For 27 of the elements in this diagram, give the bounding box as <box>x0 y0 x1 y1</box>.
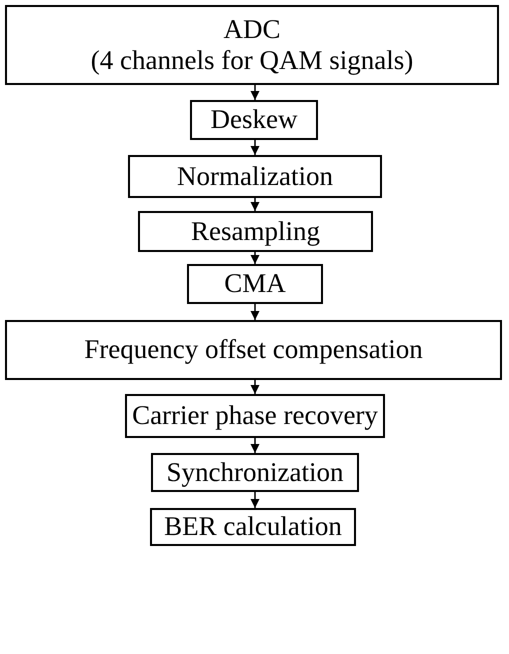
process-box <box>128 155 382 198</box>
box-label: CMA <box>224 268 286 300</box>
box-label: ADC <box>223 14 280 45</box>
process-box <box>138 211 373 252</box>
process-box <box>125 394 385 438</box>
process-box <box>190 100 318 140</box>
process-box <box>5 5 499 85</box>
box-label: Deskew <box>210 104 298 136</box>
arrow <box>250 140 260 155</box>
box-label: (4 channels for QAM signals) <box>90 45 414 76</box>
process-box <box>187 264 323 304</box>
arrow <box>250 380 260 394</box>
box-label: Carrier phase recovery <box>132 400 378 432</box>
box-label: Frequency offset compensation <box>84 334 423 366</box>
arrow <box>250 304 260 320</box>
process-box <box>150 508 356 546</box>
process-box <box>151 453 359 492</box>
box-label: Synchronization <box>166 456 344 488</box>
process-box <box>5 320 502 380</box>
arrow <box>250 85 260 100</box>
box-label: BER calculation <box>164 511 342 543</box>
arrow <box>250 198 260 211</box>
arrow <box>250 438 260 453</box>
box-label: Resampling <box>191 216 320 248</box>
arrow <box>250 492 260 508</box>
arrow <box>250 252 260 264</box>
box-label: Normalization <box>177 160 333 192</box>
